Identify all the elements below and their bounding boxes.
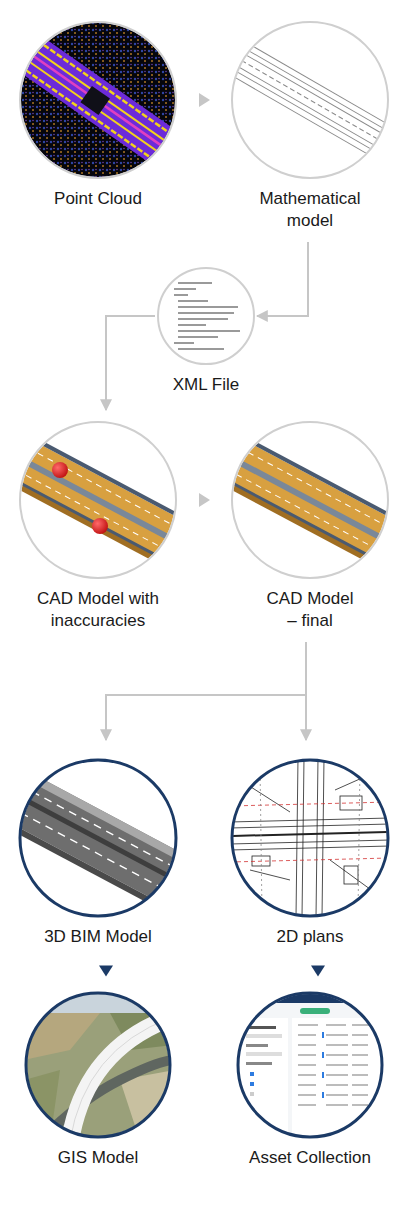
circle-outline [26, 993, 170, 1137]
process-node: CAD Model – final [232, 422, 388, 632]
flow-connector [311, 966, 325, 977]
node-label: CAD Model – final [264, 588, 356, 632]
circle-outline [20, 760, 176, 916]
circle-outline [158, 268, 254, 364]
circle-outline [20, 22, 176, 178]
node-label: XML File [158, 374, 254, 396]
cad-road-image [0, 420, 209, 580]
node-label: Mathematical model [245, 188, 375, 232]
circle-outline [20, 422, 176, 578]
flow-connector [199, 93, 210, 107]
process-node: Point Cloud [20, 22, 176, 210]
gis-aerial-image [24, 991, 174, 1141]
process-node: Asset Collection [235, 993, 385, 1169]
circle-outline [232, 760, 388, 916]
process-node: 2D plans [232, 760, 388, 948]
plan-drawing-image [230, 758, 390, 918]
process-node: CAD Model with inaccuracies [20, 422, 176, 632]
process-node: 3D BIM Model [20, 760, 176, 948]
flow-connector [305, 642, 307, 740]
flow-connector [106, 642, 306, 740]
point-cloud-image [0, 20, 201, 182]
node-label: CAD Model with inaccuracies [28, 588, 168, 632]
circle-outline [232, 422, 388, 578]
node-label: 2D plans [232, 926, 388, 948]
bim-road-image [0, 758, 209, 921]
process-node: Mathematical model [232, 22, 388, 232]
circle-outline [232, 22, 388, 178]
xml-code-image [174, 282, 240, 350]
circle-outline [238, 993, 382, 1137]
flow-connector [257, 242, 308, 316]
node-label: Asset Collection [235, 1147, 385, 1169]
flow-connector [199, 493, 210, 507]
asset-ui-image [236, 991, 386, 1141]
node-label: 3D BIM Model [20, 926, 176, 948]
process-node: GIS Model [26, 993, 170, 1169]
cad-road-image [200, 420, 412, 580]
flow-connector [106, 316, 155, 410]
node-label: Point Cloud [23, 188, 173, 210]
math-model-image [219, 20, 402, 180]
node-label: GIS Model [26, 1147, 170, 1169]
flow-connector [99, 966, 113, 977]
process-node: XML File [158, 268, 254, 396]
